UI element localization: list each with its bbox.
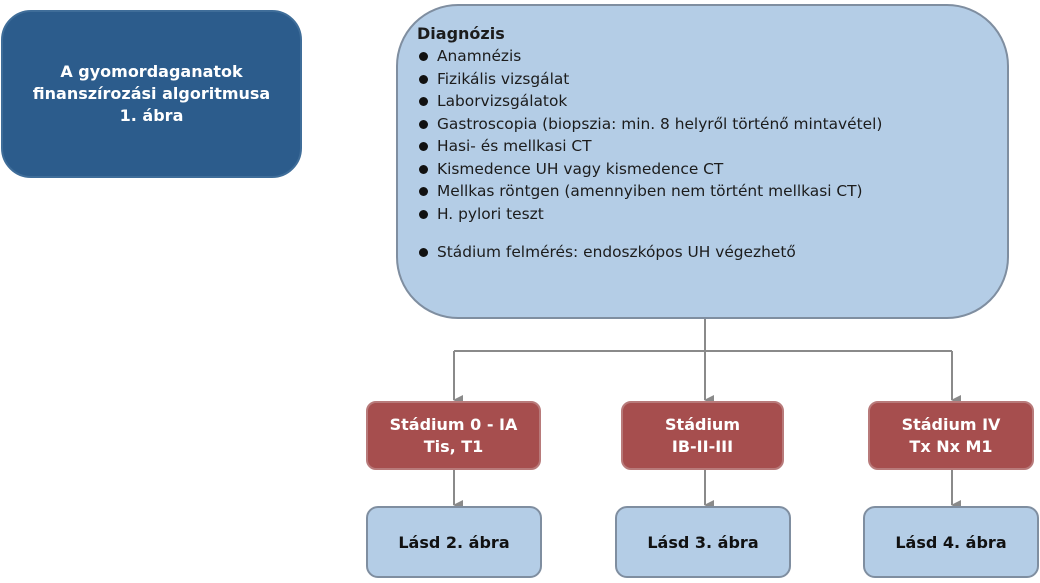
diagnosis-title: Diagnózis [417, 24, 505, 43]
bullet-icon [419, 248, 428, 257]
algorithm-title-box: A gyomordaganatok finanszírozási algorit… [1, 10, 302, 178]
diagnosis-item: Mellkas röntgen (amennyiben nem történt … [417, 180, 1007, 203]
diagnosis-item: Kismedence UH vagy kismedence CT [417, 158, 1007, 181]
reference-label: Lásd 3. ábra [647, 532, 759, 552]
diagnosis-item-text: Kismedence UH vagy kismedence CT [437, 159, 724, 178]
diagnosis-item: Anamnézis [417, 45, 1007, 68]
bullet-icon [419, 97, 428, 106]
stage-tnm: IB-II-III [671, 436, 734, 456]
diagnosis-item-text: Stádium felmérés: endoszkópos UH végezhe… [437, 243, 796, 261]
diagnosis-list: Anamnézis Fizikális vizsgálat Laborvizsg… [417, 45, 1007, 225]
stage-box-ib-iii: Stádium IB-II-III [621, 401, 784, 470]
stage-box-iv: Stádium IV Tx Nx M1 [868, 401, 1034, 470]
stage-label: Stádium [665, 414, 740, 434]
bullet-icon [419, 119, 428, 129]
diagnosis-item-text: Laborvizsgálatok [437, 92, 568, 110]
title-line-1: A gyomordaganatok [60, 62, 243, 81]
stage-tnm: Tis, T1 [423, 436, 484, 456]
diagnosis-item: H. pylori teszt [417, 203, 1007, 226]
bullet-icon [419, 187, 428, 196]
diagnosis-item: Gastroscopia (biopszia: min. 8 helyről t… [417, 113, 1007, 136]
stage-box-0-ia: Stádium 0 - IA Tis, T1 [366, 401, 541, 470]
bullet-icon [419, 74, 428, 84]
diagnosis-item-text: H. pylori teszt [437, 204, 544, 223]
reference-label: Lásd 4. ábra [895, 532, 1007, 552]
diagnosis-item: Laborvizsgálatok [417, 90, 1007, 113]
bullet-icon [419, 209, 428, 219]
diagnosis-item: Stádium felmérés: endoszkópos UH végezhe… [417, 241, 1007, 264]
bullet-icon [419, 142, 428, 151]
diagnosis-item-text: Gastroscopia (biopszia: min. 8 helyről t… [437, 114, 883, 133]
reference-box-figure-3: Lásd 3. ábra [615, 506, 791, 578]
title-line-3: 1. ábra [119, 106, 184, 125]
bullet-icon [419, 52, 428, 61]
diagnosis-item: Fizikális vizsgálat [417, 68, 1007, 91]
stage-label: Stádium 0 - IA [389, 414, 518, 434]
bullet-icon [419, 164, 428, 174]
diagnosis-item: Hasi- és mellkasi CT [417, 135, 1007, 158]
reference-label: Lásd 2. ábra [398, 532, 510, 552]
diagnosis-item-text: Anamnézis [437, 47, 522, 65]
diagnosis-staging-list: Stádium felmérés: endoszkópos UH végezhe… [417, 241, 1007, 264]
diagnosis-item-text: Fizikális vizsgálat [437, 69, 570, 88]
stage-tnm: Tx Nx M1 [909, 436, 993, 456]
diagnosis-box: Diagnózis Anamnézis Fizikális vizsgálat … [396, 4, 1009, 319]
reference-box-figure-2: Lásd 2. ábra [366, 506, 542, 578]
diagnosis-item-text: Hasi- és mellkasi CT [437, 137, 592, 155]
reference-box-figure-4: Lásd 4. ábra [863, 506, 1039, 578]
title-line-2: finanszírozási algoritmusa [32, 84, 271, 103]
diagnosis-item-text: Mellkas röntgen (amennyiben nem történt … [437, 182, 863, 200]
stage-label: Stádium IV [901, 414, 1001, 434]
